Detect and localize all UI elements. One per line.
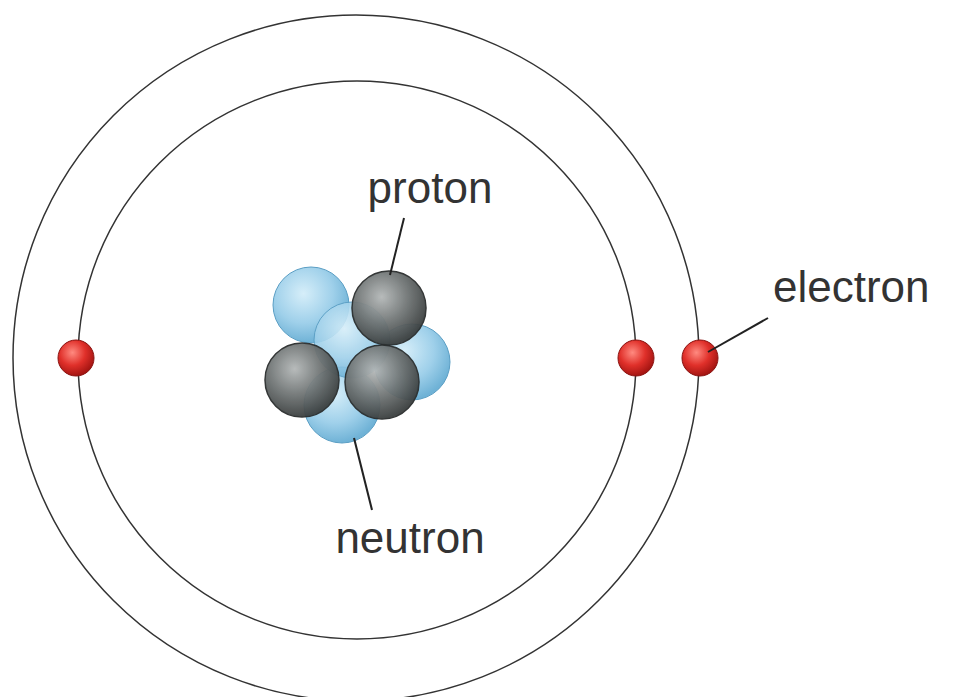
proton-sphere [345,345,419,419]
proton-sphere [352,271,426,345]
part-label: electron [773,262,930,312]
outer-orbit [13,15,699,697]
nucleus [265,267,450,443]
proton-sphere [265,343,339,417]
leader-line [354,438,372,510]
electron-dot [682,340,718,376]
leader-line [390,218,404,275]
electron-dot [618,340,654,376]
part-label: neutron [335,513,484,563]
inner-orbit [78,81,636,639]
leader-line [708,318,768,352]
electron-dot [58,340,94,376]
part-label: proton [368,163,493,213]
